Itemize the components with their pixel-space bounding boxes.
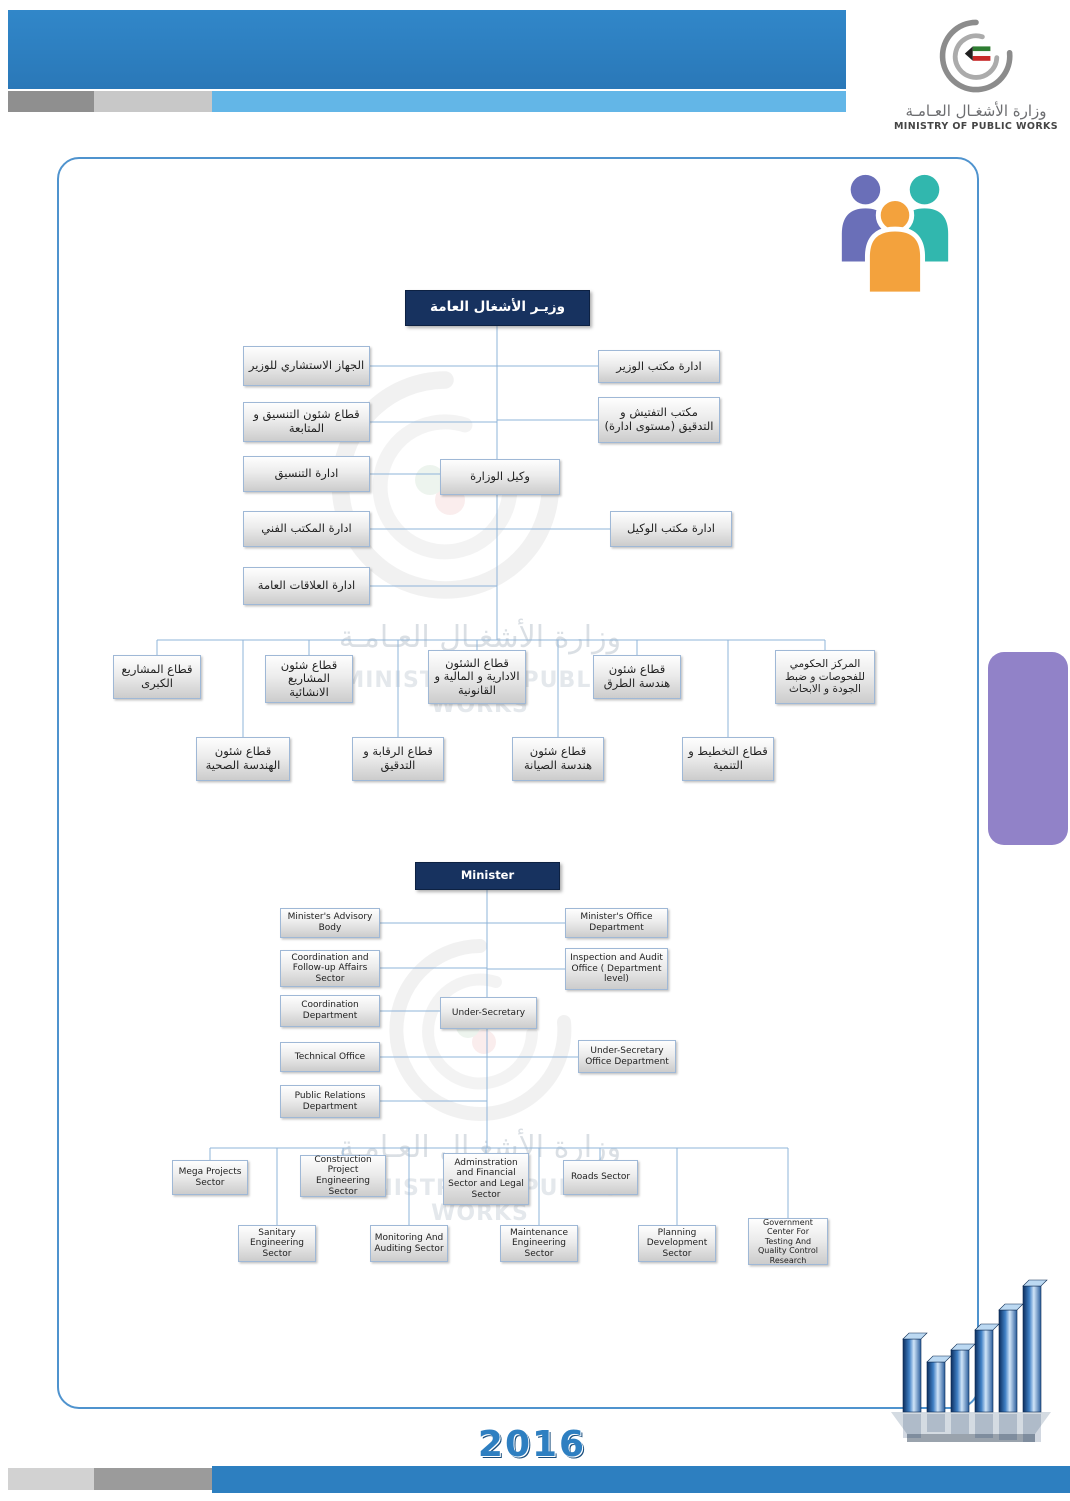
year-label: 2016 <box>477 1424 587 1465</box>
node-coordination-department-ar: ادارة التنسيق <box>243 456 370 492</box>
footer-subbar-dark-gray <box>94 1468 212 1490</box>
node-planning-development-ar: قطاع التخطيط و التنمية <box>682 737 774 781</box>
ministry-logo: وزارة الأشغـال العـامـة MINISTRY OF PUBL… <box>893 16 1059 132</box>
node-inspection-audit-ar: مكتب التفتيش و التدقيق (مستوى ادارة) <box>598 397 720 443</box>
node-advisory-body-en: Minister's Advisory Body <box>280 908 380 938</box>
node-monitoring-auditing-en: Monitoring And Auditing Sector <box>370 1225 448 1262</box>
header-main-bar <box>8 10 846 89</box>
node-advisory-body-ar: الجهاز الاستشاري للوزير <box>243 346 370 386</box>
node-undersecretary-en: Under-Secretary <box>440 997 537 1029</box>
node-construction-projects-en: Construction Project Engineering Sector <box>300 1155 386 1197</box>
node-government-center-ar: المركز الحكومي للفحوصات و ضبط الجودة و ا… <box>775 650 875 704</box>
node-technical-office-en: Technical Office <box>280 1042 380 1072</box>
node-public-relations-ar: ادارة العلاقات العامة <box>243 567 370 605</box>
header-subbar-light-gray <box>94 91 212 112</box>
people-group-icon <box>835 168 955 300</box>
node-maintenance-engineering-en: Maintenance Engineering Sector <box>500 1225 578 1262</box>
node-roads-en: Roads Sector <box>563 1160 638 1195</box>
node-undersecretary-office-en: Under-Secretary Office Department <box>578 1040 676 1073</box>
node-government-center-en: Government Center For Testing And Qualit… <box>748 1218 828 1265</box>
node-coordination-department-en: Coordination Department <box>280 995 380 1027</box>
footer-main-bar <box>212 1466 1070 1493</box>
node-coordination-followup-sector-en: Coordination and Follow-up Affairs Secto… <box>280 950 380 987</box>
ministry-logo-mark-icon <box>936 19 1016 100</box>
node-mega-projects-en: Mega Projects Sector <box>172 1160 248 1195</box>
node-coordination-followup-sector-ar: قطاع شئون التنسيق و المتابعة <box>243 402 370 442</box>
node-sanitary-engineering-en: Sanitary Engineering Sector <box>238 1225 316 1262</box>
node-minister-office-ar: ادارة مكتب الوزير <box>598 350 720 383</box>
content-frame <box>57 157 979 1409</box>
ministry-name-english: MINISTRY OF PUBLIC WORKS <box>893 121 1059 132</box>
node-technical-office-ar: ادارة المكتب الفني <box>243 511 370 547</box>
node-undersecretary-ar: وكيل الوزارة <box>440 459 560 495</box>
node-minister-en: Minister <box>415 862 560 890</box>
bar-chart-graphic <box>885 1262 1057 1451</box>
node-undersecretary-office-ar: ادارة مكتب الوكيل <box>610 511 732 547</box>
side-tab <box>988 652 1068 845</box>
footer-subbar-light-gray <box>8 1468 94 1490</box>
node-roads-ar: قطاع شئون هندسة الطرق <box>593 655 681 699</box>
ministry-name-arabic: وزارة الأشغـال العـامـة <box>905 102 1047 120</box>
node-inspection-audit-en: Inspection and Audit Office ( Department… <box>565 948 668 990</box>
node-minister-ar: وزيـر الأشغال العامة <box>405 290 590 326</box>
node-admin-financial-legal-ar: قطاع الشئون الادارية و المالية و القانون… <box>428 650 526 704</box>
node-public-relations-en: Public Relations Department <box>280 1085 380 1118</box>
header-subbar-dark-gray <box>8 91 94 112</box>
node-planning-development-en: Planning Development Sector <box>638 1225 716 1262</box>
node-minister-office-en: Minister's Office Department <box>565 908 668 938</box>
node-admin-financial-legal-en: Adminstration and Financial Sector and L… <box>443 1153 529 1205</box>
node-mega-projects-ar: قطاع المشاريع الكبرى <box>113 655 201 699</box>
node-sanitary-engineering-ar: قطاع شئون الهندسة الصحية <box>196 737 290 781</box>
node-construction-projects-ar: قطاع شئون المشاريع الانشائية <box>265 655 353 703</box>
node-monitoring-auditing-ar: قطاع الرقابة و التدقيق <box>352 737 444 781</box>
header-subbar-light-blue <box>212 91 846 112</box>
node-maintenance-engineering-ar: قطاع شئون هندسة الصيانة <box>512 737 604 781</box>
